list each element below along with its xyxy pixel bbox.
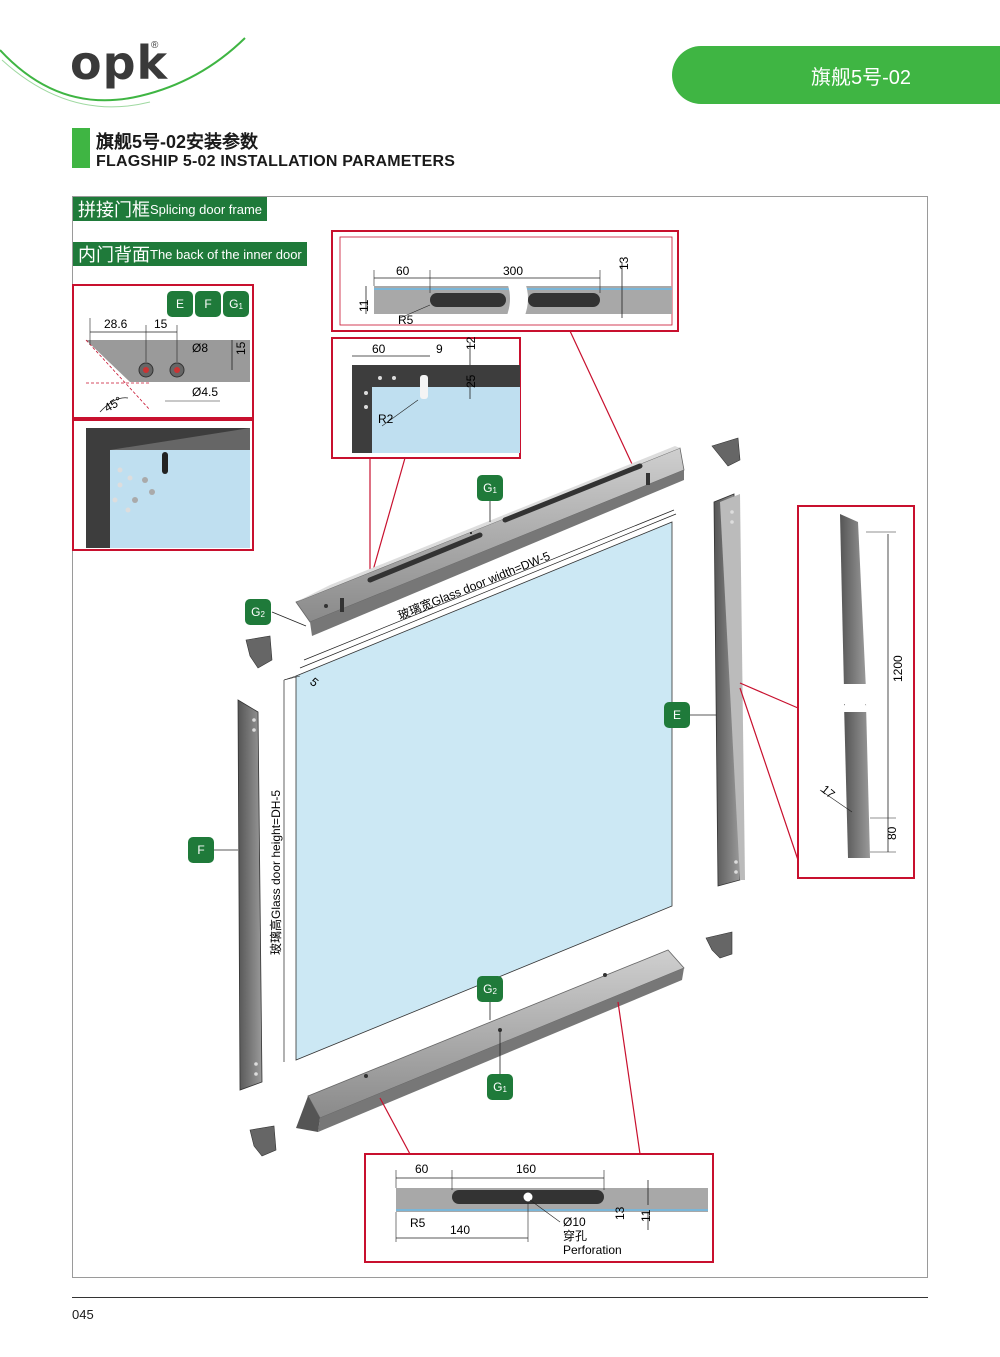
- dim-corner-d8: Ø8: [192, 341, 208, 355]
- tag-g1-bottom-letter: G: [493, 1080, 503, 1094]
- tag-g2-top-sub: 2: [260, 609, 265, 619]
- dim-right-80: 80: [885, 826, 899, 840]
- tag-f-left: F: [188, 837, 214, 863]
- registered-mark: ®: [151, 40, 159, 51]
- dim-corner-28-6: 28.6: [104, 317, 128, 331]
- dim-bot-perforation-cn: 穿孔: [563, 1228, 587, 1243]
- corner-photo: [72, 419, 254, 551]
- dim-corner-15-v: 15: [234, 341, 248, 355]
- page-number: 045: [72, 1307, 94, 1322]
- dim-top-300: 300: [503, 264, 523, 278]
- tag-e-right: E: [664, 702, 690, 728]
- dim-corner-15-h: 15: [154, 317, 168, 331]
- dim-top-11: 11: [357, 299, 371, 312]
- section-label-inner-en: The back of the inner door: [150, 246, 302, 262]
- section-label-splicing-cn: 拼接门框: [78, 200, 150, 220]
- tag-e-corner: E: [167, 291, 193, 317]
- dim-bot-r5: R5: [410, 1216, 426, 1230]
- section-label-inner-cn: 内门背面: [78, 245, 150, 265]
- corner-connectors: [245, 437, 741, 1157]
- diagram-frame: [72, 196, 928, 1278]
- dim-bot-d10: Ø10: [563, 1215, 586, 1229]
- left-frame-bar: [237, 699, 263, 1091]
- bottom-frame-bar: [296, 949, 685, 1132]
- model-tab: 旗舰5号-02: [672, 46, 1000, 104]
- dim-mid-r2: R2: [378, 412, 394, 426]
- tag-e-corner-letter: E: [175, 297, 184, 311]
- tag-f-left-letter: F: [197, 843, 205, 857]
- dim-mid-25: 25: [464, 374, 478, 388]
- footer-divider: [72, 1297, 928, 1298]
- tag-g1-top-letter: G: [483, 481, 493, 495]
- title-accent-bar: [72, 128, 90, 168]
- tag-g1-bottom-sub: 1: [502, 1084, 507, 1094]
- corner-cutout-detail: [331, 337, 521, 459]
- section-label-inner: 内门背面 The back of the inner door: [73, 242, 307, 266]
- dim-top-60: 60: [396, 264, 410, 278]
- page-title-cn: 旗舰5号-02安装参数: [96, 132, 259, 152]
- dim-corner-d4-5: Ø4.5: [192, 385, 218, 399]
- dim-bot-60: 60: [415, 1162, 429, 1176]
- top-frame-bar: [295, 446, 685, 636]
- section-label-splicing: 拼接门框 Splicing door frame: [73, 197, 267, 221]
- tag-g1-top-sub: 1: [492, 485, 497, 495]
- tag-g2-bottom-letter: G: [483, 982, 493, 996]
- dim-right-1200: 1200: [891, 655, 905, 682]
- tag-g2-bottom-sub: 2: [492, 986, 497, 996]
- dim-bot-160: 160: [516, 1162, 536, 1176]
- dim-mid-9: 9: [436, 342, 443, 356]
- tag-f-corner: F: [195, 291, 221, 317]
- vertical-bar-detail: [797, 505, 915, 879]
- right-frame-bar: [713, 493, 745, 887]
- dim-bot-140: 140: [450, 1223, 470, 1237]
- bottom-bar-section-detail: [364, 1153, 714, 1263]
- dim-bot-perforation-en: Perforation: [563, 1243, 622, 1257]
- tag-g2-top-letter: G: [251, 605, 261, 619]
- dim-top-r5: R5: [398, 313, 414, 327]
- tag-e-right-letter: E: [672, 708, 681, 722]
- tag-g1-corner-sub: 1: [238, 301, 243, 311]
- dim-bot-11: 11: [639, 1209, 653, 1222]
- glass-panel: [283, 513, 677, 1062]
- section-label-splicing-en: Splicing door frame: [150, 201, 262, 217]
- logo-swoosh: [0, 37, 246, 108]
- tag-g1-corner-letter: G: [229, 297, 239, 311]
- glass-height-label: 玻璃高Glass door height=DH-5: [268, 790, 283, 955]
- brand-logo: opk: [70, 36, 169, 90]
- dim-top-13: 13: [617, 256, 631, 270]
- top-bar-section-detail: [331, 230, 679, 332]
- dim-mid-12: 12: [464, 336, 478, 350]
- page-title-en: FLAGSHIP 5-02 INSTALLATION PARAMETERS: [96, 153, 456, 170]
- dim-bot-13: 13: [613, 1206, 627, 1220]
- dim-mid-60: 60: [372, 342, 386, 356]
- tag-f-corner-letter: F: [204, 297, 212, 311]
